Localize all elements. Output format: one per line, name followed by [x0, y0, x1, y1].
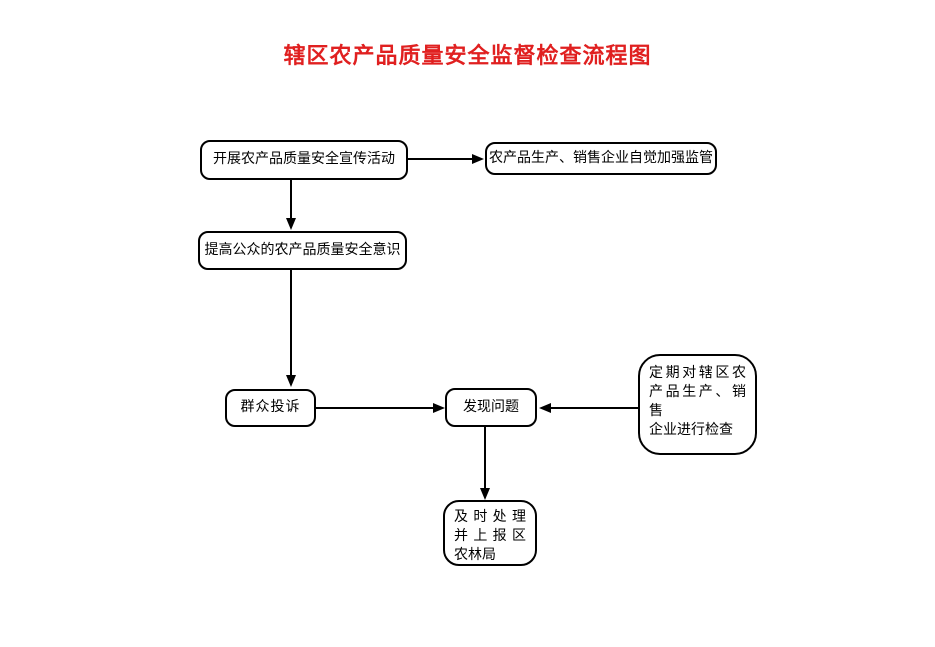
- arrow-line: [408, 158, 474, 160]
- arrow-head-icon: [472, 153, 484, 164]
- node-label-line: 并上报区: [454, 529, 526, 544]
- node-label: 农产品生产、销售企业自觉加强监管: [489, 150, 713, 166]
- flowchart-title: 辖区农产品质量安全监督检查流程图: [283, 43, 652, 68]
- node-label-line: 企业进行检查: [649, 423, 733, 438]
- node-label-line: 产品生产、销售: [649, 385, 746, 419]
- node-periodic-inspection: 定期对辖区农 产品生产、销售 企业进行检查: [638, 354, 757, 455]
- node-label: 提高公众的农产品质量安全意识: [204, 242, 401, 258]
- arrow-head-icon: [433, 402, 445, 413]
- node-publicity: 开展农产品质量安全宣传活动: [200, 140, 408, 180]
- node-label: 发现问题: [463, 399, 519, 415]
- node-complaints: 群众投诉: [225, 389, 316, 427]
- node-awareness: 提高公众的农产品质量安全意识: [198, 231, 407, 270]
- arrow-head-icon: [479, 488, 490, 500]
- node-label: 定期对辖区农 产品生产、销售 企业进行检查: [649, 364, 746, 440]
- node-label-line: 定期对辖区农: [649, 366, 746, 381]
- node-find-problems: 发现问题: [445, 388, 537, 427]
- arrow-line: [551, 407, 638, 409]
- arrow-line: [316, 407, 433, 409]
- node-label: 及时处理 并上报区 农林局: [454, 508, 526, 565]
- arrow-line: [484, 427, 486, 488]
- node-self-regulation: 农产品生产、销售企业自觉加强监管: [485, 142, 717, 175]
- arrow-head-icon: [539, 402, 551, 413]
- arrow-line: [290, 270, 292, 375]
- node-label: 开展农产品质量安全宣传活动: [213, 152, 395, 167]
- arrow-head-icon: [285, 375, 296, 387]
- node-label: 群众投诉: [240, 400, 301, 415]
- node-handle-report: 及时处理 并上报区 农林局: [443, 500, 537, 566]
- node-label-line: 农林局: [454, 548, 496, 563]
- arrow-head-icon: [285, 218, 296, 230]
- node-label-line: 及时处理: [454, 510, 526, 525]
- arrow-line: [290, 180, 292, 218]
